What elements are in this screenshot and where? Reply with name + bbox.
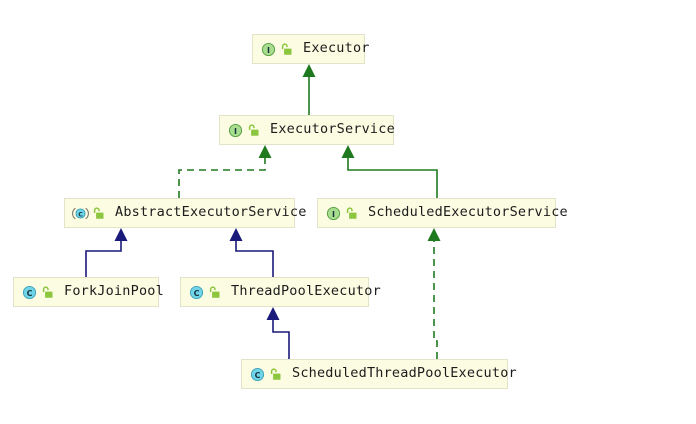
- unlocked-padlock-icon: [42, 285, 53, 298]
- uml-node-abstract-executor-service[interactable]: C AbstractExecutorService: [64, 198, 306, 228]
- node-icons: I: [325, 205, 359, 222]
- node-icons: I: [227, 122, 261, 139]
- uml-node-fork-join-pool[interactable]: C ForkJoinPool: [13, 277, 164, 307]
- node-icons: C: [249, 366, 283, 383]
- edge-scheduledtpe-threadpoolexecutor: [266, 307, 290, 359]
- uml-node-executor[interactable]: I Executor: [252, 34, 369, 64]
- uml-node-scheduled-thread-pool-executor[interactable]: C ScheduledThreadPoolExecutor: [241, 359, 517, 389]
- edge-forkjoinpool-abstract: [85, 228, 128, 277]
- unlocked-padlock-icon: [209, 285, 220, 298]
- uml-node-label: ThreadPoolExecutor: [231, 283, 381, 300]
- arrowhead: [114, 228, 128, 241]
- uml-node-scheduled-executor-service[interactable]: I ScheduledExecutorService: [317, 198, 568, 228]
- node-icons: C: [188, 284, 222, 301]
- uml-node-label: ScheduledExecutorService: [368, 204, 568, 221]
- svg-text:I: I: [267, 45, 270, 54]
- uml-node-executor-service[interactable]: I ExecutorService: [219, 115, 395, 145]
- unlocked-padlock-icon: [346, 206, 357, 219]
- unlocked-padlock-icon: [93, 206, 104, 219]
- uml-node-thread-pool-executor[interactable]: C ThreadPoolExecutor: [180, 277, 381, 307]
- class-icon: C: [250, 367, 265, 381]
- svg-text:I: I: [332, 209, 335, 218]
- abstract-class-icon: C: [72, 207, 89, 219]
- arrowhead: [302, 64, 316, 77]
- uml-node-label: ForkJoinPool: [64, 283, 164, 300]
- edge-scheduledtpe-scheduledexecutorservice: [427, 228, 441, 359]
- unlocked-padlock-icon: [270, 367, 281, 380]
- edge-scheduled-executorservice: [341, 145, 438, 198]
- interface-icon: I: [228, 123, 243, 137]
- class-icon: C: [189, 285, 204, 299]
- edge-executorservice-executor: [302, 64, 316, 115]
- uml-node-label: AbstractExecutorService: [115, 204, 307, 221]
- svg-text:C: C: [27, 288, 33, 297]
- edge-threadpoolexecutor-abstract: [229, 228, 274, 277]
- unlocked-padlock-icon: [281, 42, 292, 55]
- unlocked-padlock-icon: [248, 123, 259, 136]
- class-icon: C: [22, 285, 37, 299]
- interface-icon: I: [326, 206, 341, 220]
- svg-text:C: C: [78, 211, 83, 218]
- arrowhead: [266, 307, 280, 320]
- uml-node-label: Executor: [303, 40, 370, 57]
- edge-abstract-executorservice: [178, 145, 272, 198]
- uml-node-label: ScheduledThreadPoolExecutor: [292, 365, 517, 382]
- arrowhead: [229, 228, 243, 241]
- node-icons: C: [72, 205, 106, 222]
- svg-text:C: C: [194, 288, 200, 297]
- arrowhead: [258, 145, 272, 158]
- node-icons: I: [260, 41, 294, 58]
- arrowhead: [427, 228, 441, 241]
- interface-icon: I: [261, 42, 276, 56]
- arrowhead: [341, 145, 355, 158]
- svg-text:I: I: [234, 126, 237, 135]
- node-icons: C: [21, 284, 55, 301]
- svg-text:C: C: [255, 370, 261, 379]
- uml-node-label: ExecutorService: [270, 121, 395, 138]
